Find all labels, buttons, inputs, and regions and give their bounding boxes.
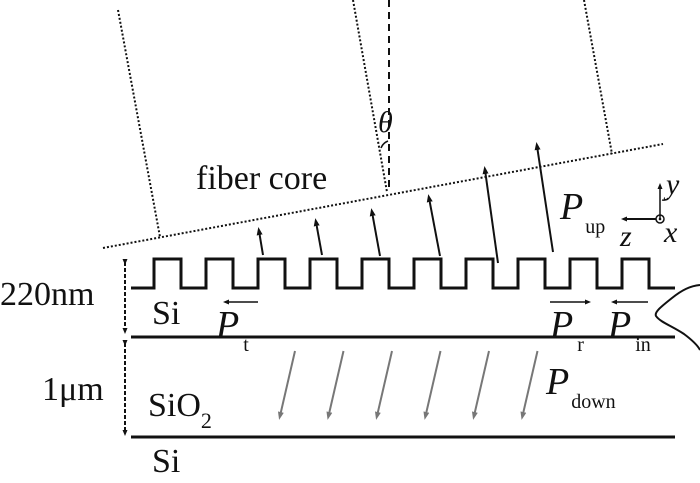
si-substrate-label: Si: [152, 443, 181, 480]
y-axis-label: y: [666, 168, 680, 201]
downward-arrow: [423, 350, 442, 420]
upward-arrow: [256, 227, 264, 256]
downward-arrow: [277, 350, 296, 420]
fiber-left-edge: [117, 9, 161, 238]
upward-arrow: [313, 218, 323, 256]
p-r-symbol: P: [550, 304, 574, 346]
downward-arrow: [471, 350, 490, 420]
grating-profile: [131, 257, 675, 290]
upward-arrow: [426, 194, 441, 257]
p-in-subscript: in: [635, 334, 651, 356]
sio2-layer-label: SiO2: [148, 387, 212, 432]
upward-emission-arrows: [256, 142, 554, 264]
downward-emission-arrows: [277, 350, 539, 420]
theta-label: θ: [378, 106, 393, 139]
fiber-facet: [102, 143, 664, 249]
si-layer-label: Si: [152, 295, 181, 332]
p-t-symbol: P: [216, 304, 240, 346]
theta-angle-arc: [380, 140, 389, 149]
downward-arrow: [520, 350, 539, 420]
x-axis-label: x: [664, 216, 678, 249]
p-down-subscript: down: [571, 391, 616, 413]
fiber-right-edge: [583, 0, 613, 155]
p-up-symbol: P: [560, 186, 584, 228]
upward-arrow: [534, 142, 554, 253]
p-r-subscript: r: [577, 334, 584, 356]
mode-profile-curve: [654, 284, 700, 351]
p-up-subscript: up: [585, 216, 606, 238]
z-axis-label: z: [620, 220, 632, 253]
sio2-subscript: 2: [200, 408, 212, 433]
p-t-subscript: t: [243, 334, 249, 356]
p-in-symbol: P: [608, 304, 632, 346]
upward-arrow: [482, 166, 499, 264]
fiber-core-label: fiber core: [196, 160, 328, 197]
downward-arrow: [326, 350, 345, 420]
si-thickness-label: 220nm: [0, 276, 95, 313]
y-label-hook: [661, 197, 669, 201]
sio2-text: SiO: [148, 387, 201, 424]
x-axis-into-page-icon: [655, 214, 665, 224]
downward-arrow: [374, 350, 393, 420]
p-down-symbol: P: [546, 361, 570, 403]
box-thickness-label: 1μm: [42, 371, 104, 408]
fiber-center-axis: [352, 0, 388, 193]
upward-arrow: [369, 208, 381, 257]
x-axis-dot: [658, 217, 662, 221]
